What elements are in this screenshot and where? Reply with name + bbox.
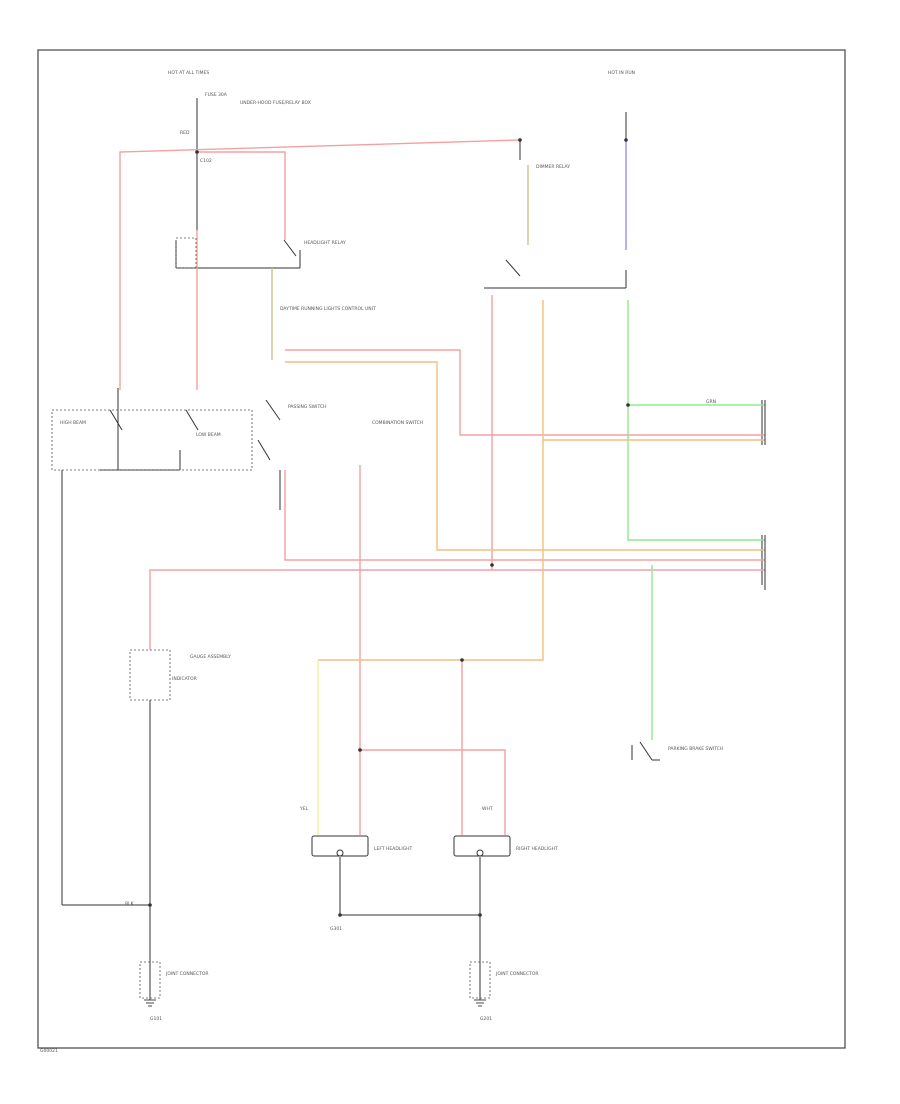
label-wire-blk: BLK bbox=[125, 901, 135, 907]
diagram-frame bbox=[37, 49, 846, 1049]
label-wire-wht: WHT bbox=[482, 806, 493, 812]
label-combination-switch: COMBINATION SWITCH bbox=[372, 420, 423, 426]
ground-connector-left bbox=[139, 961, 161, 1007]
passing-switch-symbol bbox=[265, 399, 281, 421]
label-top-right-source: HOT IN RUN bbox=[608, 70, 635, 76]
ground-connector-right bbox=[469, 961, 491, 1007]
diagram-labels: HOT AT ALL TIMES HOT IN RUN FUSE 30A UND… bbox=[40, 70, 723, 1054]
left-headlight-symbol bbox=[311, 835, 369, 857]
label-ground-mid: G301 bbox=[330, 926, 342, 932]
label-low-beam: LOW BEAM bbox=[196, 432, 221, 438]
label-wire-color: RED bbox=[180, 130, 190, 136]
label-drl-unit: DAYTIME RUNNING LIGHTS CONTROL UNIT bbox=[280, 306, 376, 312]
label-gauge-assembly: GAUGE ASSEMBLY bbox=[190, 654, 231, 660]
label-indicator: INDICATOR bbox=[172, 676, 197, 682]
label-left-headlight: LEFT HEADLIGHT bbox=[374, 846, 413, 852]
label-right-headlight: RIGHT HEADLIGHT bbox=[516, 846, 558, 852]
label-passing-switch: PASSING SWITCH bbox=[288, 404, 326, 410]
label-connector: C102 bbox=[200, 158, 212, 164]
label-wire-yel: YEL bbox=[299, 806, 309, 812]
red-wiring bbox=[119, 139, 765, 835]
label-headlight-relay: HEADLIGHT RELAY bbox=[304, 240, 346, 246]
label-top-left-source: HOT AT ALL TIMES bbox=[168, 70, 209, 76]
label-fuse: FUSE 30A bbox=[205, 92, 228, 98]
label-parking-brake-switch: PARKING BRAKE SWITCH bbox=[668, 746, 723, 752]
splice-points bbox=[148, 138, 630, 917]
gauge-assembly-symbol bbox=[129, 649, 171, 701]
headlight-relay-symbol bbox=[175, 237, 297, 269]
right-headlight-symbol bbox=[453, 835, 511, 857]
label-dimmer-relay: DIMMER RELAY bbox=[536, 164, 570, 170]
label-fuse-box: UNDER-HOOD FUSE/RELAY BOX bbox=[240, 100, 311, 106]
label-high-beam: HIGH BEAM bbox=[60, 420, 86, 426]
combination-switch-symbol bbox=[51, 409, 271, 471]
orange-wiring bbox=[271, 165, 765, 835]
label-ground-right: G201 bbox=[480, 1016, 492, 1022]
label-ground-left: G101 bbox=[150, 1016, 162, 1022]
green-wiring bbox=[627, 300, 765, 740]
label-footer-code: G00021 bbox=[40, 1048, 58, 1054]
dimmer-relay-symbol bbox=[505, 259, 521, 277]
label-wire-grn: GRN bbox=[706, 399, 716, 405]
black-wiring bbox=[61, 98, 763, 1000]
label-joint-connector-right: JOINT CONNECTOR bbox=[495, 971, 539, 977]
label-joint-connector-left: JOINT CONNECTOR bbox=[165, 971, 209, 977]
parking-brake-switch-symbol bbox=[631, 741, 660, 761]
